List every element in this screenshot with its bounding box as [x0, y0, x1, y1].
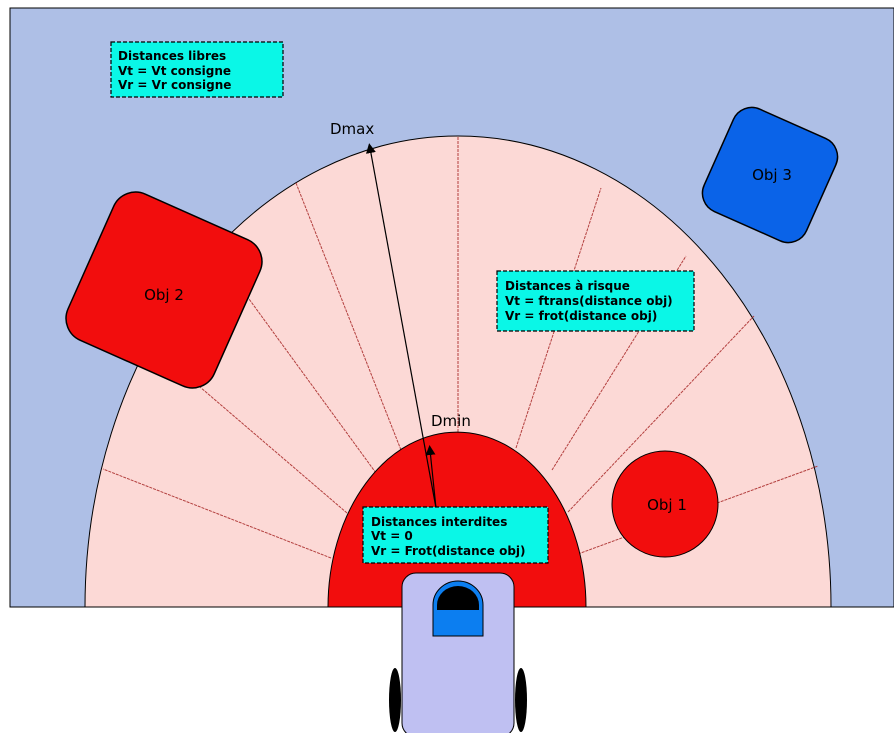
- robot-wheel-left: [389, 668, 401, 732]
- free-zone-title: Distances libres: [118, 49, 226, 63]
- box-frame: [110, 41, 284, 98]
- sector-line: [567, 315, 755, 513]
- forbidden-zone-vr: Vr = Frot(distance obj): [371, 544, 526, 558]
- forbidden-zone-vt: Vt = 0: [371, 529, 413, 543]
- box-frame: [362, 506, 549, 564]
- sector-line: [102, 468, 332, 559]
- forbidden-zone-box: Distances interdites Vt = 0 Vr = Frot(di…: [362, 506, 549, 564]
- obstacle-shape: [65, 191, 263, 389]
- risk-zone-title: Distances à risque: [505, 279, 630, 293]
- free-zone-vr: Vr = Vr consigne: [118, 78, 231, 92]
- dmin-label: Dmin: [431, 412, 471, 430]
- obstacle-shape: [611, 450, 719, 558]
- free-zone-box: Distances libres Vt = Vt consigne Vr = V…: [110, 41, 284, 98]
- sector-lines: [102, 137, 819, 559]
- obstacle-label: Obj 1: [647, 496, 687, 514]
- risk-zone-box: Distances à risque Vt = ftrans(distance …: [496, 270, 695, 332]
- sector-line: [150, 344, 348, 514]
- robot-sensor-head: [437, 586, 479, 610]
- obstacle-obj3: Obj 3: [701, 106, 839, 244]
- dmin-arrow: [425, 445, 437, 509]
- obstacle-obj1: Obj 1: [611, 450, 719, 558]
- dmax-arrow: [365, 143, 437, 509]
- risk-zone-vr: Vr = frot(distance obj): [505, 309, 657, 323]
- box-frame: [496, 270, 695, 332]
- dmax-label: Dmax: [330, 120, 374, 138]
- sector-line: [577, 465, 819, 555]
- obstacle-label: Obj 2: [144, 286, 184, 304]
- free-zone-vt: Vt = Vt consigne: [118, 64, 231, 78]
- forbidden-zone-title: Distances interdites: [371, 515, 507, 529]
- obstacle-label: Obj 3: [752, 166, 792, 184]
- risk-zone-vt: Vt = ftrans(distance obj): [505, 294, 673, 308]
- robot-wheel-right: [515, 668, 527, 732]
- robot: [389, 572, 527, 733]
- obstacle-obj2: Obj 2: [65, 191, 263, 389]
- robot-body: [401, 572, 515, 733]
- obstacle-shape: [701, 106, 839, 244]
